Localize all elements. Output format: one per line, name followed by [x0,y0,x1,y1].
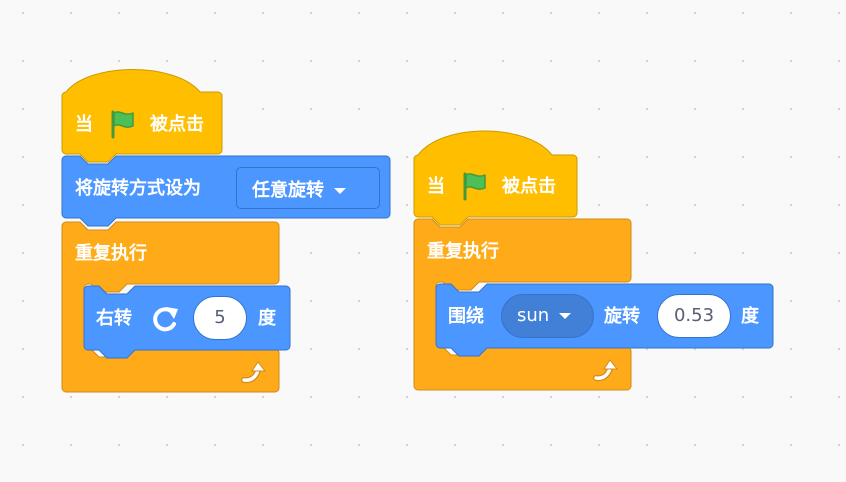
rotation-style-dropdown[interactable]: 任意旋转 [236,167,380,209]
loop-arrow-icon [593,359,619,382]
hat-clicked-label: 被点击 [150,114,204,135]
degree-unit-label: 度 [741,306,759,327]
hat-clicked-label: 被点击 [502,176,556,197]
green-flag-icon [111,110,134,139]
orbit-target-dropdown[interactable]: sun [501,294,594,338]
set-rotation-label: 将旋转方式设为 [75,178,201,199]
orbit-label: 围绕 [448,306,484,327]
chevron-down-icon [334,188,346,194]
hat-when-label: 当 [75,114,93,135]
repeat-label: 重复执行 [427,241,499,262]
rotate-degrees-input[interactable]: 0.53 [657,294,731,338]
orbit-target-value: sun [517,305,550,326]
when-flag-clicked-hat-2[interactable] [413,130,578,226]
loop-arrow-icon [241,361,267,384]
hat-when-label: 当 [427,176,445,197]
rotate-right-icon [153,307,178,332]
repeat-label: 重复执行 [75,243,147,264]
when-flag-clicked-hat-1[interactable] [61,69,223,163]
turn-right-label: 右转 [96,308,132,329]
rotation-style-value: 任意旋转 [252,180,324,201]
chevron-down-icon [559,313,572,319]
degree-unit-label: 度 [258,308,276,329]
green-flag-icon [463,172,486,201]
turn-degrees-input[interactable]: 5 [193,296,247,340]
rotate-label: 旋转 [604,306,640,327]
